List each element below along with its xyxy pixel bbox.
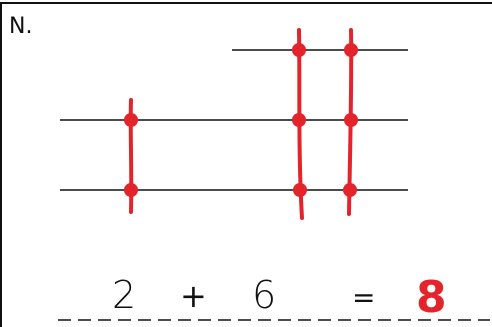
- intersection-dot: [292, 113, 306, 127]
- intersection-dot: [124, 183, 138, 197]
- intersection-dot: [292, 43, 306, 57]
- intersection-dot: [293, 183, 307, 197]
- problem-label: N.: [9, 14, 33, 39]
- plus-sign: +: [180, 277, 207, 315]
- intersection-dot: [344, 43, 358, 57]
- left-vertical-stroke: [128, 98, 134, 214]
- addend-2: 6: [252, 273, 277, 317]
- intersection-dot: [343, 183, 357, 197]
- addend-1: 2: [112, 273, 137, 317]
- equals-sign: =: [352, 281, 376, 314]
- sum-answer: 8: [416, 272, 447, 323]
- intersection-dot: [344, 113, 358, 127]
- intersection-dot: [124, 113, 138, 127]
